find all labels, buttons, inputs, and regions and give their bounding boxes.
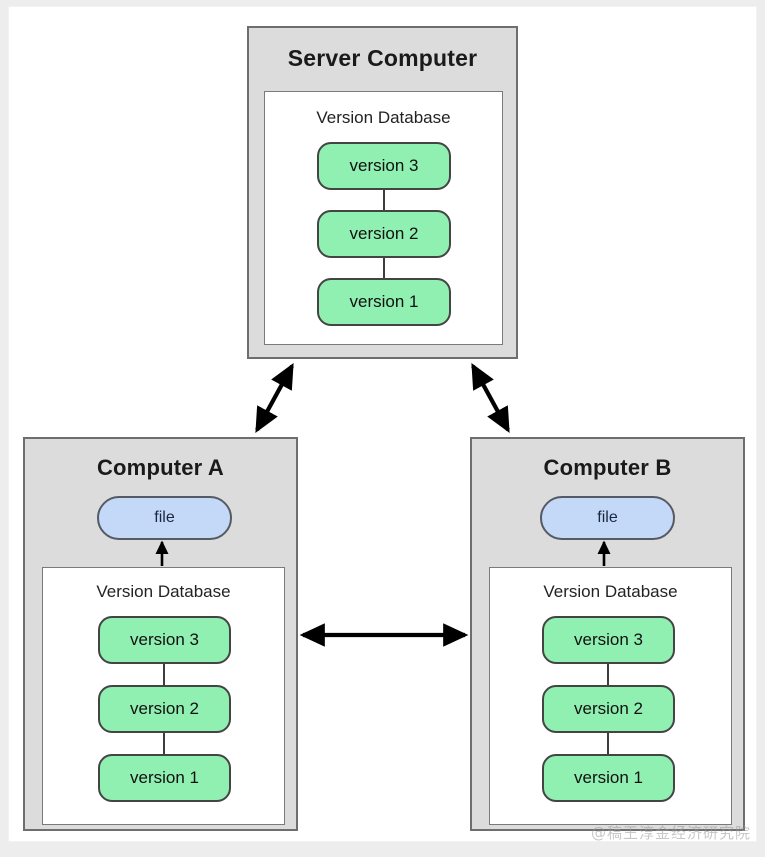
computer-a-version-database: Version Database version 3 version 2 ver… — [42, 567, 285, 825]
computer-a-panel[interactable]: Computer A file Version Database version… — [23, 437, 298, 831]
computer-b-version-2[interactable]: version 2 — [542, 685, 675, 733]
computer-b-title: Computer B — [543, 455, 672, 480]
computer-b-version-1[interactable]: version 1 — [542, 754, 675, 802]
computer-b-version-3[interactable]: version 3 — [542, 616, 675, 664]
server-version-2-label: version 2 — [349, 224, 419, 243]
computer-b-version-2-label: version 2 — [574, 699, 643, 718]
computer-a-version-3-label: version 3 — [130, 630, 199, 649]
computer-a-version-2[interactable]: version 2 — [98, 685, 231, 733]
server-version-3[interactable]: version 3 — [317, 142, 451, 190]
watermark: @稿王淳金经济研究院 — [590, 824, 751, 842]
computer-b-connector-2-1 — [607, 733, 609, 754]
server-connector-2-1 — [383, 258, 385, 278]
computer-a-version-1[interactable]: version 1 — [98, 754, 231, 802]
computer-b-version-1-label: version 1 — [574, 768, 643, 787]
server-version-database: Version Database version 3 version 2 ver… — [264, 91, 503, 345]
computer-a-file-label: file — [154, 509, 175, 526]
computer-b-version-3-label: version 3 — [574, 630, 643, 649]
computer-a-version-3[interactable]: version 3 — [98, 616, 231, 664]
computer-a-title: Computer A — [96, 455, 225, 480]
computer-b-file-box[interactable]: file — [540, 496, 675, 540]
computer-b-panel[interactable]: Computer B file Version Database version… — [470, 437, 745, 831]
computer-a-connector-2-1 — [163, 733, 165, 754]
computer-a-version-2-label: version 2 — [130, 699, 199, 718]
server-version-1-label: version 1 — [349, 292, 419, 311]
computer-a-version-database-title: Version Database — [96, 582, 231, 601]
computer-b-connector-3-2 — [607, 664, 609, 685]
computer-b-file-label: file — [597, 509, 618, 526]
server-computer-title: Server Computer — [287, 45, 478, 71]
computer-b-version-database: Version Database version 3 version 2 ver… — [489, 567, 732, 825]
server-version-1[interactable]: version 1 — [317, 278, 451, 326]
server-computer-panel[interactable]: Server Computer Version Database version… — [247, 26, 518, 359]
server-connector-3-2 — [383, 190, 385, 210]
server-version-2[interactable]: version 2 — [317, 210, 451, 258]
computer-a-version-1-label: version 1 — [130, 768, 199, 787]
server-version-3-label: version 3 — [349, 156, 419, 175]
computer-a-connector-3-2 — [163, 664, 165, 685]
computer-a-file-box[interactable]: file — [97, 496, 232, 540]
server-version-database-title: Version Database — [316, 108, 451, 127]
computer-b-version-database-title: Version Database — [543, 582, 678, 601]
